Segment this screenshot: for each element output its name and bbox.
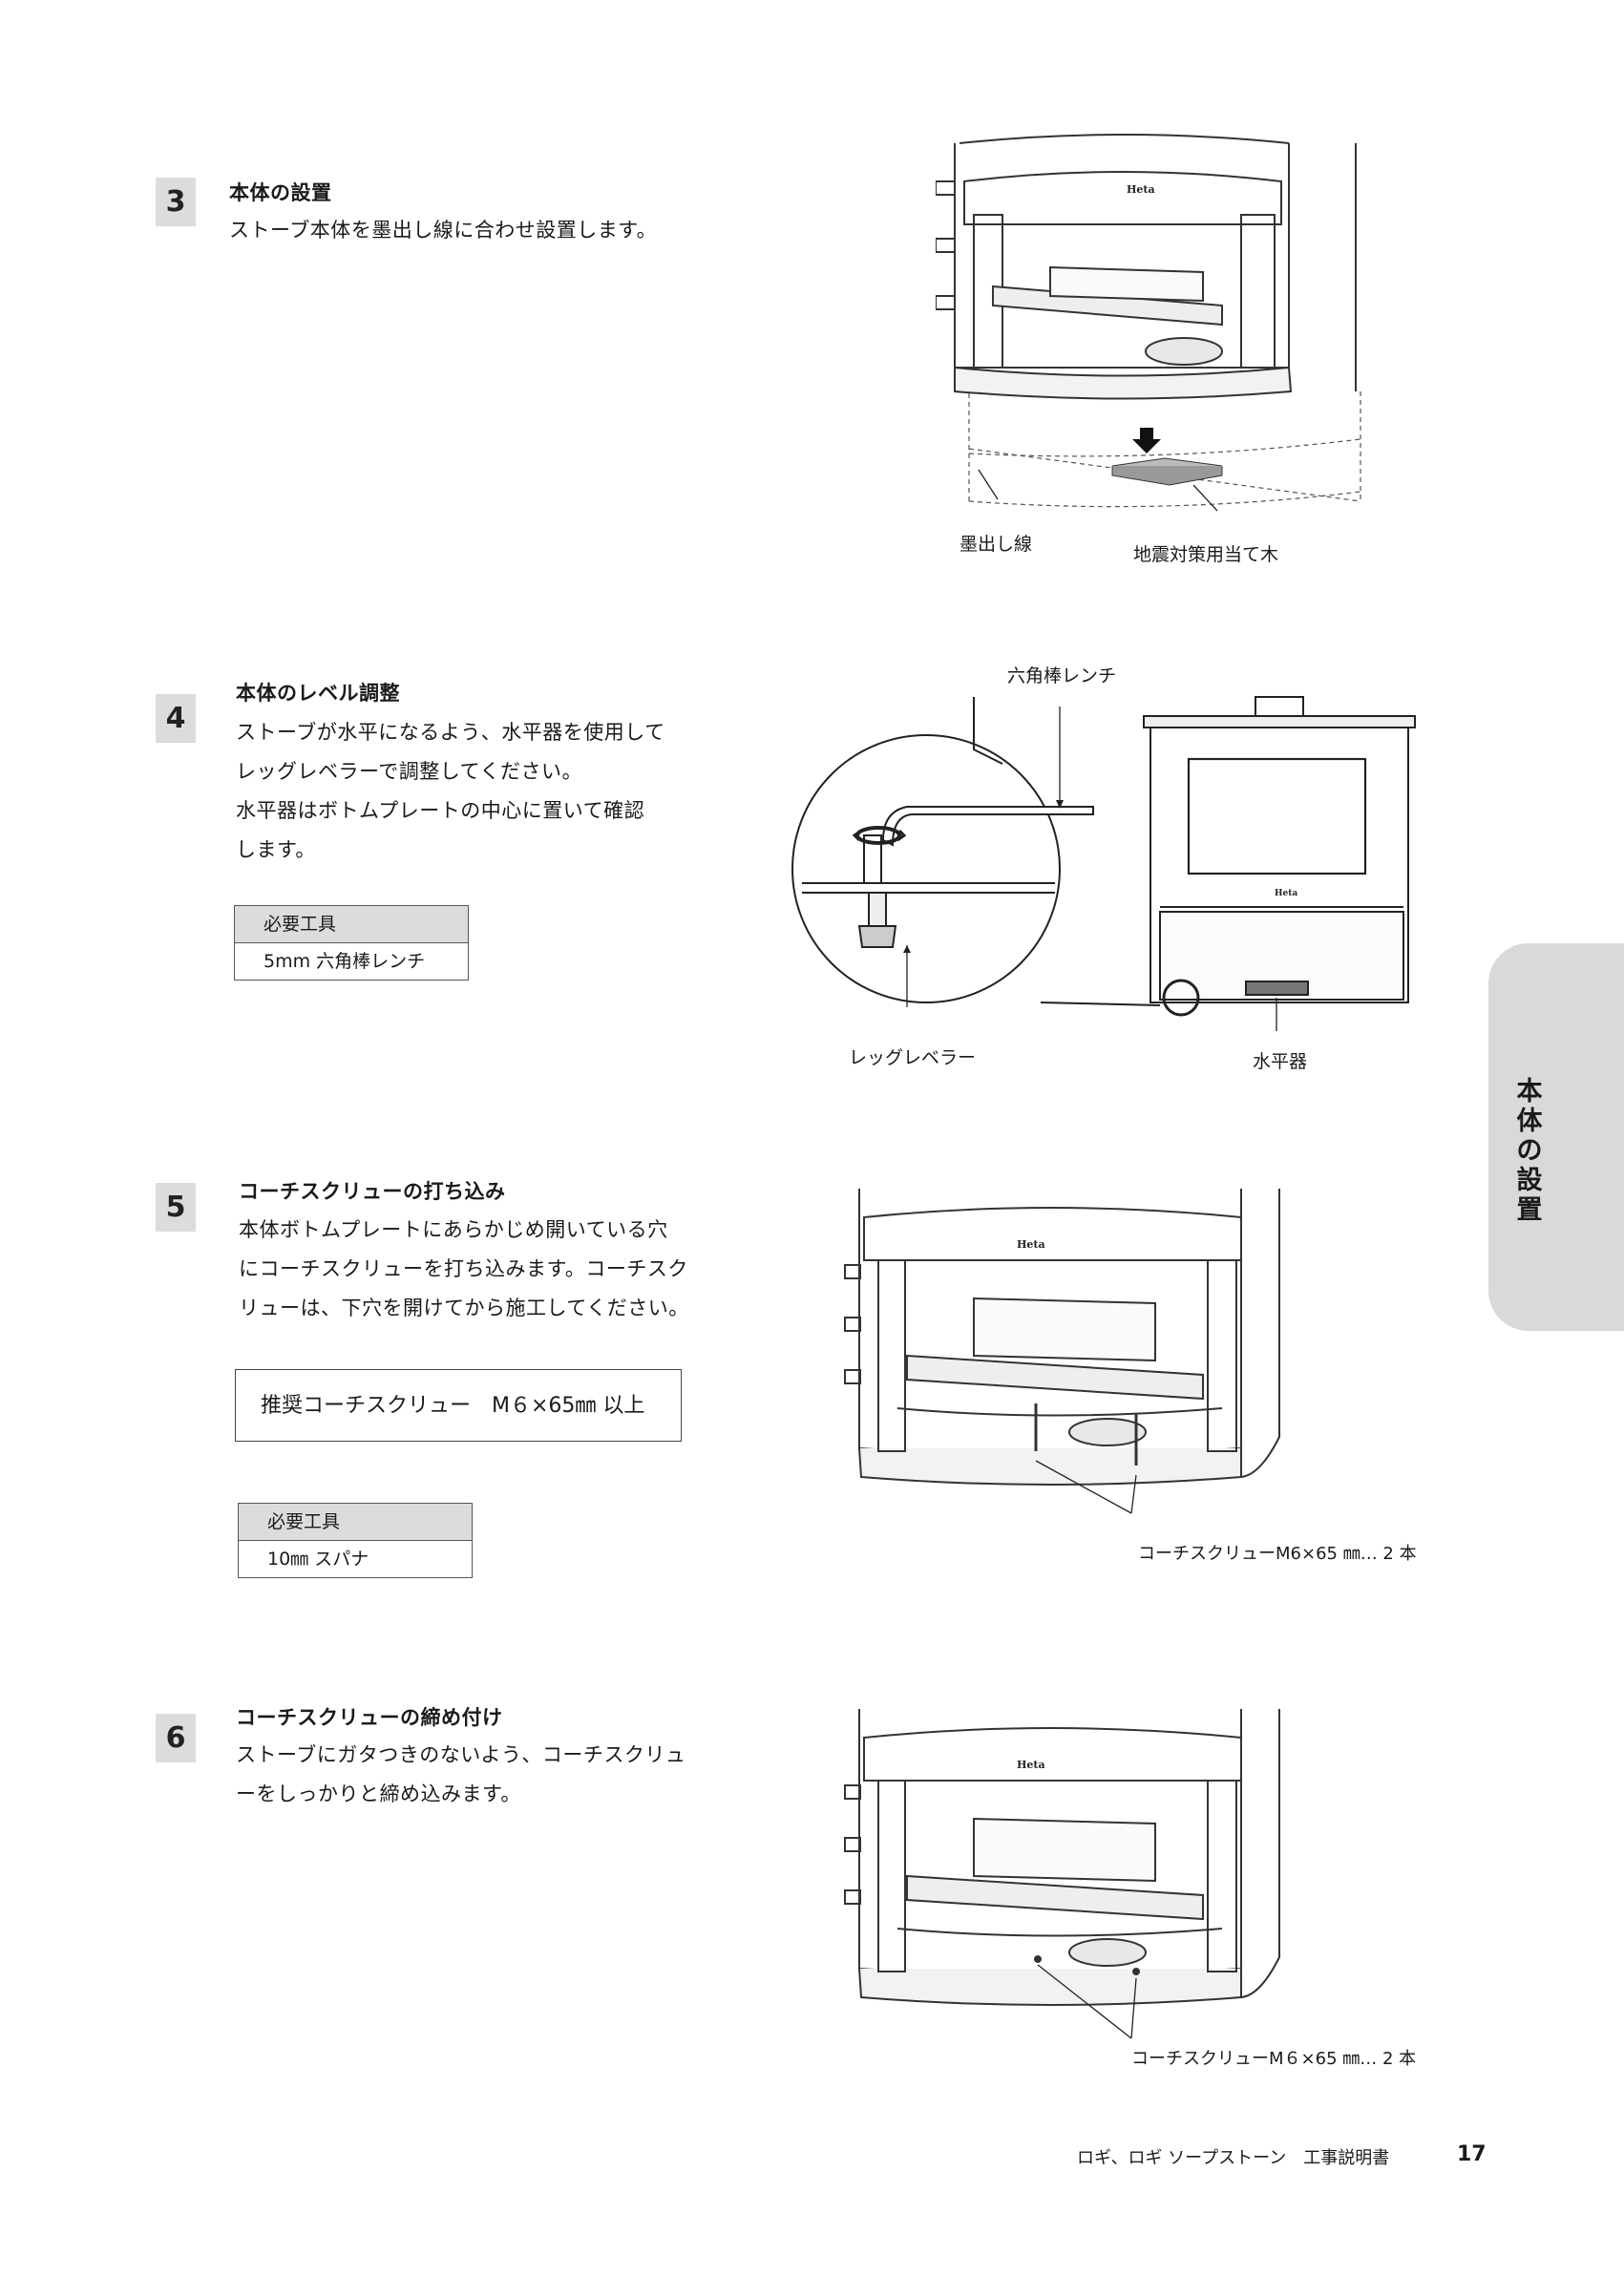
- step-body: ストーブにガタつきのないよう、コーチスクリュ ーをしっかりと締め込みます。: [236, 1736, 685, 1814]
- side-tab-char: 本: [1516, 1077, 1543, 1107]
- section-side-tab: [1488, 943, 1624, 1331]
- step-body-line: にコーチスクリューを打ち込みます。コーチスク: [239, 1257, 688, 1280]
- required-tools-table: 必要工具 5mm 六角棒レンチ: [234, 905, 469, 981]
- page-number: 17: [1457, 2142, 1487, 2166]
- side-tab-char: 体: [1516, 1107, 1543, 1136]
- brand-logo: Heta: [1127, 183, 1155, 196]
- step-title: コーチスクリューの締め付け: [236, 1706, 503, 1729]
- coach-screw-label: コーチスクリューM6×65 ㎜… 2 本: [1138, 1544, 1417, 1564]
- step-body-line: ストーブが水平になるよう、水平器を使用して: [236, 721, 665, 744]
- step-body-line: ストーブにガタつきのないよう、コーチスクリュ: [236, 1743, 686, 1766]
- step-body-line: レッグレベラーで調整してください。: [236, 760, 582, 783]
- step-body-line: ーをしっかりと締め込みます。: [236, 1782, 521, 1805]
- required-tools-table: 必要工具 10㎜ スパナ: [238, 1503, 473, 1578]
- coach-screw-label: コーチスクリューM６×65 ㎜… 2 本: [1131, 2049, 1417, 2069]
- leg-leveler-label: レッグレベラー: [849, 1047, 977, 1068]
- coach-screw-tighten-figure: Heta: [844, 1709, 1280, 2039]
- brand-logo: Heta: [1275, 889, 1297, 898]
- brand-logo: Heta: [1017, 1238, 1045, 1251]
- step-body-line: リューは、下穴を開けてから施工してください。: [239, 1297, 689, 1319]
- tools-header: 必要工具: [239, 1504, 472, 1541]
- step-title: 本体のレベル調整: [236, 682, 400, 705]
- recommended-screw-box: 推奨コーチスクリュー M６×65㎜ 以上: [235, 1369, 682, 1442]
- tools-item: 5mm 六角棒レンチ: [264, 951, 426, 972]
- step-number: 3: [156, 178, 196, 226]
- tools-header: 必要工具: [235, 906, 468, 943]
- stove-placement-figure: Heta: [936, 134, 1361, 512]
- step-body-line: 本体ボトムプレートにあらかじめ開いている穴: [239, 1218, 668, 1241]
- step-body: ストーブが水平になるよう、水平器を使用して レッグレベラーで調整してください。 …: [236, 713, 665, 870]
- tools-item: 10㎜ スパナ: [267, 1549, 369, 1570]
- step-title: コーチスクリューの打ち込み: [239, 1180, 506, 1203]
- side-tab-char: 置: [1516, 1195, 1543, 1225]
- spirit-level-label: 水平器: [1253, 1051, 1308, 1072]
- brand-logo: Heta: [1017, 1759, 1045, 1771]
- side-tab-char: 設: [1516, 1166, 1543, 1195]
- step-body: 本体ボトムプレートにあらかじめ開いている穴 にコーチスクリューを打ち込みます。コ…: [239, 1211, 689, 1328]
- step-number: 4: [156, 694, 196, 743]
- coach-screw-insert-figure: Heta: [844, 1189, 1280, 1514]
- hex-wrench-label: 六角棒レンチ: [1007, 665, 1117, 686]
- footer-doc-title: ロギ、ロギ ソープストーン 工事説明書: [1077, 2148, 1390, 2168]
- step-title: 本体の設置: [229, 181, 332, 204]
- step-number: 6: [156, 1714, 196, 1762]
- seismic-block-label: 地震対策用当て木: [1133, 544, 1279, 565]
- step-number: 5: [156, 1183, 196, 1232]
- level-adjust-figure: Heta: [791, 696, 1416, 1031]
- step-body-line: ストーブ本体を墨出し線に合わせ設置します。: [229, 219, 658, 242]
- section-side-tab-label: 本 体 の 設 置: [1507, 1077, 1552, 1225]
- marking-line-label: 墨出し線: [960, 534, 1033, 555]
- step-body-line: します。: [236, 838, 316, 861]
- step-body-line: 水平器はボトムプレートの中心に置いて確認: [236, 799, 645, 822]
- side-tab-char: の: [1516, 1136, 1543, 1166]
- step-body: ストーブ本体を墨出し線に合わせ設置します。: [229, 211, 657, 250]
